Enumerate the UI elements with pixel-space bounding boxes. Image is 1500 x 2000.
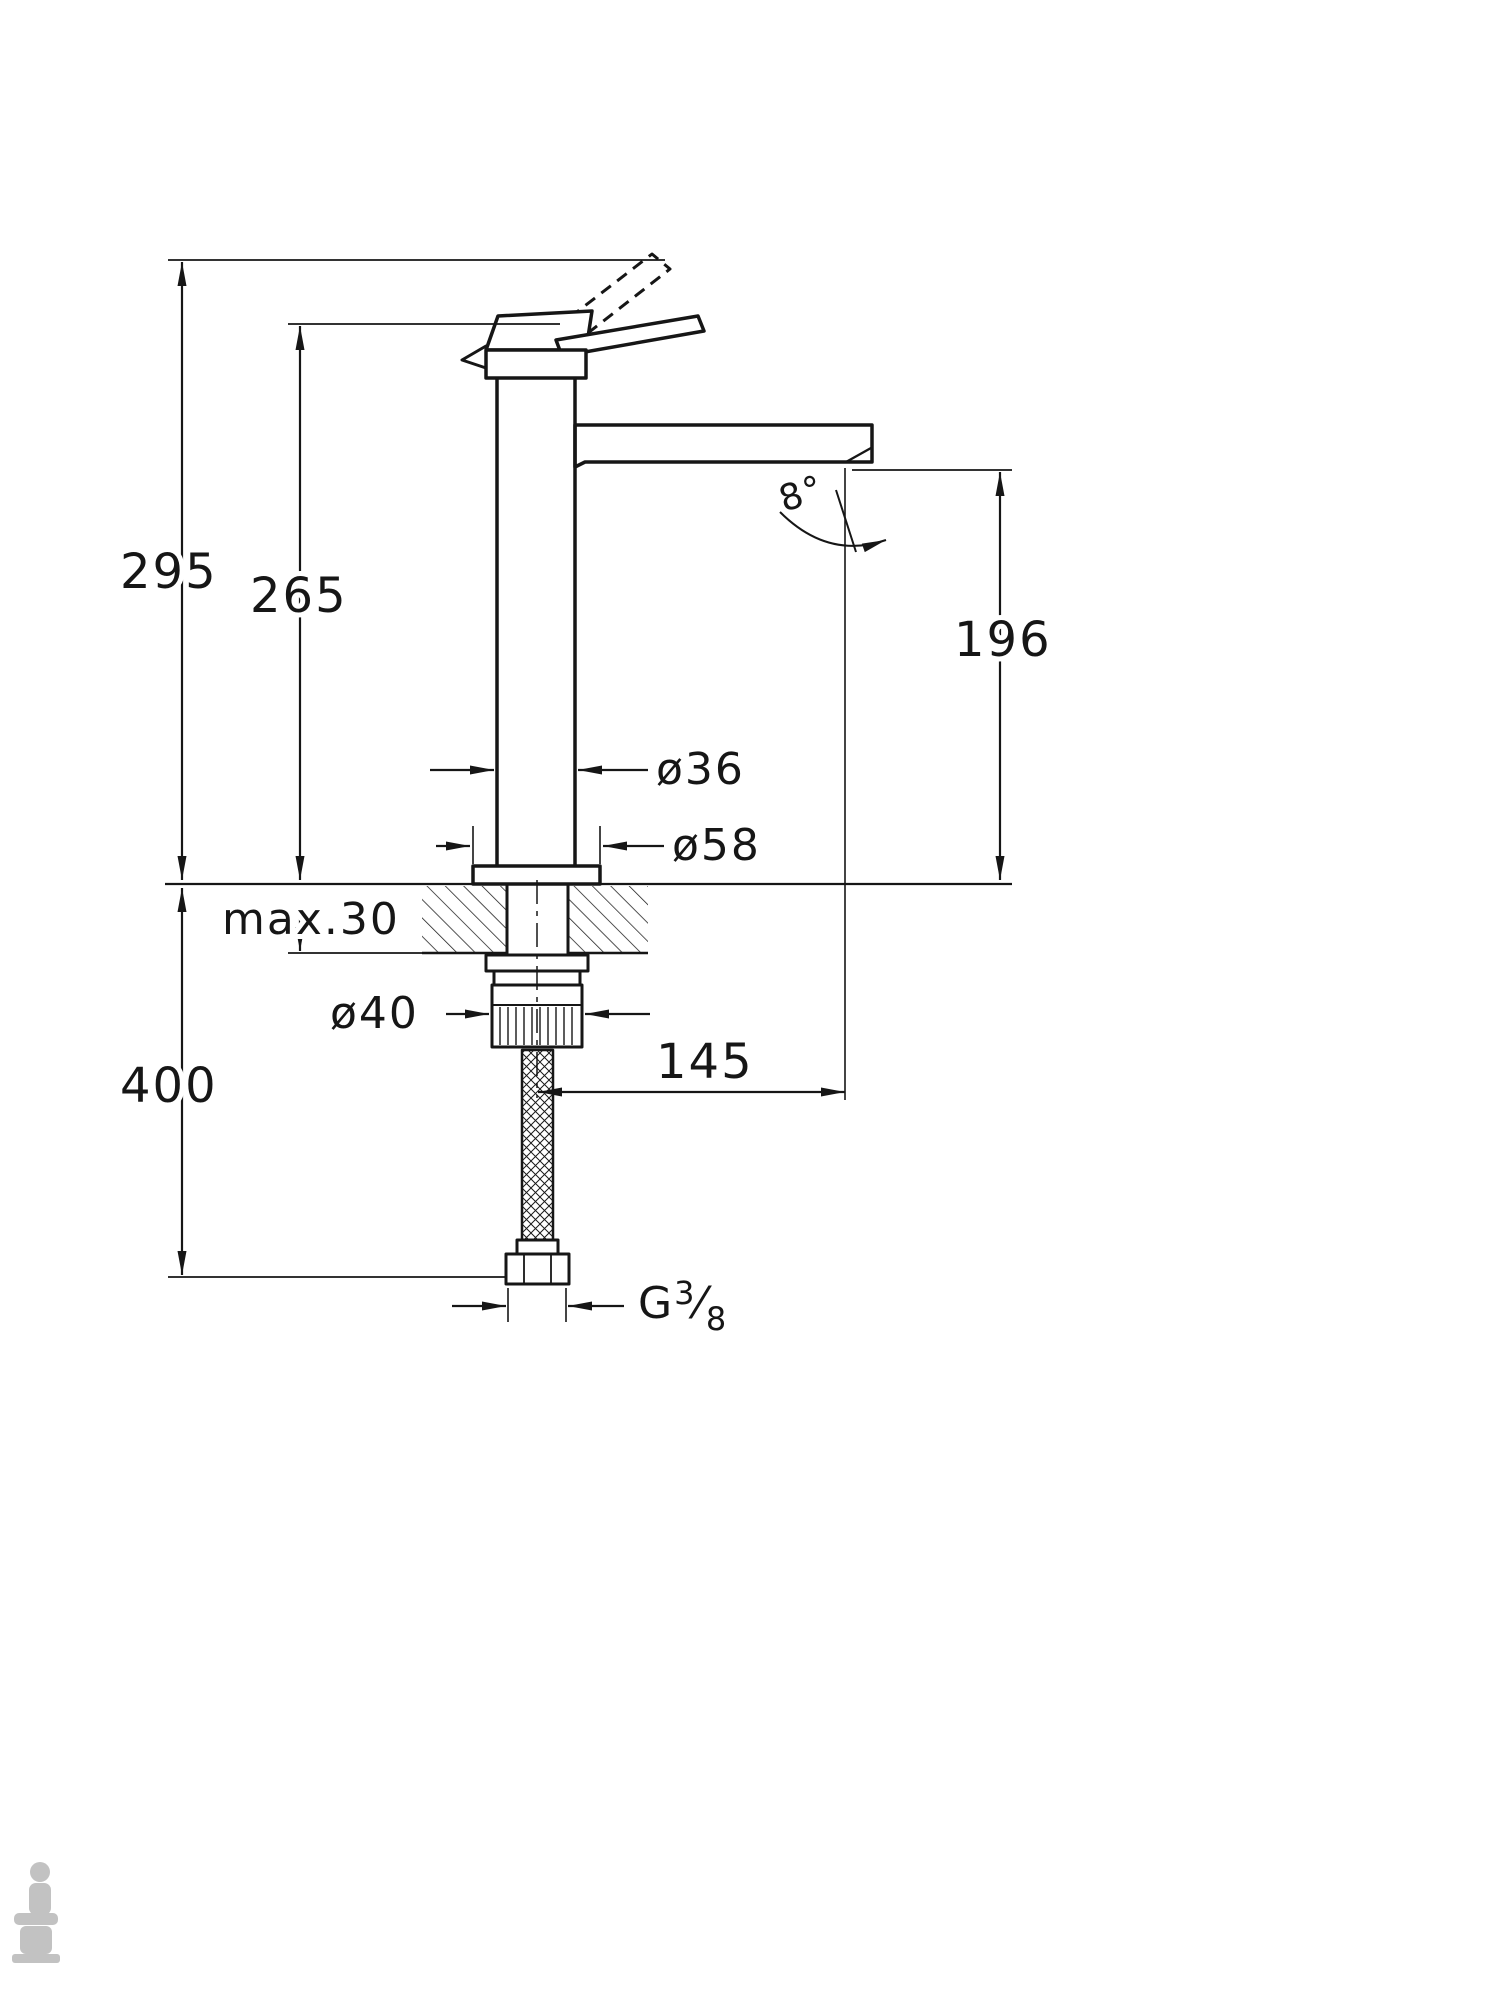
thread-prefix: G bbox=[638, 1278, 674, 1329]
cap-front-tip bbox=[460, 344, 488, 370]
dimension-deck-thickness: max.30 bbox=[217, 889, 425, 954]
dim-label-angle: 8° bbox=[774, 468, 829, 521]
watermark-mascot bbox=[12, 1862, 60, 1963]
dim-label-d36: ø36 bbox=[656, 744, 745, 795]
dim-label-295: 295 bbox=[120, 544, 218, 600]
dimension-spout-reach: 145 bbox=[538, 468, 846, 1100]
hose-ferrule bbox=[515, 1238, 560, 1256]
dim-label-max30: max.30 bbox=[222, 894, 400, 945]
dimension-thread: G3⁄8 bbox=[452, 1269, 731, 1343]
supply-hose bbox=[520, 1048, 555, 1242]
body-collar bbox=[484, 348, 588, 380]
dimension-below-deck: 400 bbox=[115, 888, 505, 1278]
dimension-base-diameter: ø58 bbox=[436, 815, 764, 876]
dim-label-d58: ø58 bbox=[672, 820, 761, 871]
dim-label-196: 196 bbox=[954, 612, 1052, 668]
spout bbox=[573, 423, 874, 469]
countertop-section bbox=[165, 882, 1012, 955]
dimension-outlet-height: 196 bbox=[852, 469, 1055, 880]
spout-outlet-cut bbox=[845, 446, 872, 464]
counter-hatch-right bbox=[569, 886, 648, 952]
dimension-body-height: 265 bbox=[245, 323, 560, 880]
dim-label-d40: ø40 bbox=[330, 988, 419, 1039]
thread-numerator: 3 bbox=[674, 1274, 696, 1312]
dim-label-265: 265 bbox=[250, 568, 348, 624]
dimension-body-diameter: ø36 bbox=[430, 739, 748, 800]
nut-knurling bbox=[499, 1007, 573, 1045]
dimension-nut-diameter: ø40 bbox=[325, 983, 650, 1044]
dimension-total-height: 295 bbox=[115, 259, 665, 880]
dimension-spout-angle: 8° bbox=[769, 463, 887, 553]
dim-label-145: 145 bbox=[656, 1034, 754, 1090]
faucet-outline bbox=[460, 252, 874, 1286]
dim-label-thread: G3⁄8 bbox=[638, 1274, 728, 1338]
thread-denominator: 8 bbox=[706, 1300, 728, 1338]
dim-label-400: 400 bbox=[120, 1058, 218, 1114]
counter-hatch-left bbox=[422, 886, 506, 952]
hose-hex-nut bbox=[504, 1252, 571, 1286]
